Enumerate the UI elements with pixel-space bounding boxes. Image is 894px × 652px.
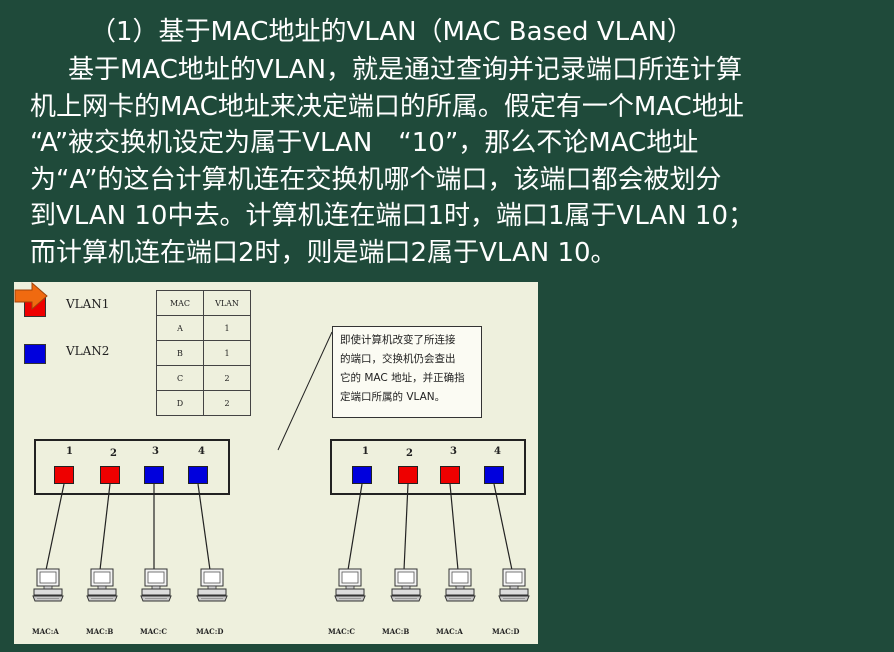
table-cell: D xyxy=(156,390,204,416)
paragraph-line: 机上网卡的MAC地址来决定端口的所属。假定有一个MAC地址 xyxy=(30,91,744,122)
table-row: A 1 xyxy=(156,315,251,341)
switch-port xyxy=(352,466,372,484)
computer-icon xyxy=(390,568,422,602)
port-number: 3 xyxy=(152,446,159,457)
arrow-right-icon xyxy=(14,282,48,310)
mac-label: MAC:D xyxy=(492,627,520,636)
switch-port xyxy=(188,466,208,484)
paragraph-line: “A”被交换机设定为属于VLAN “10”，那么不论MAC地址 xyxy=(30,128,699,158)
computer-icon xyxy=(196,568,228,602)
note-line: 的端口，交换机仍会查出 xyxy=(340,353,456,365)
computer-icon xyxy=(86,568,118,602)
table-cell: 1 xyxy=(203,315,251,341)
table-cell: 1 xyxy=(203,340,251,366)
note-line: 它的 MAC 地址，并正确指 xyxy=(340,372,465,384)
mac-label: MAC:A xyxy=(436,627,463,636)
mac-label: MAC:C xyxy=(328,627,355,636)
mac-label: MAC:A xyxy=(32,627,59,636)
port-number: 4 xyxy=(198,446,205,457)
table-header-row: MAC VLAN xyxy=(156,290,251,316)
switch-port xyxy=(440,466,460,484)
computer-icon xyxy=(334,568,366,602)
callout-note: 即使计算机改变了所连接 的端口，交换机仍会查出 它的 MAC 地址，并正确指 定… xyxy=(332,326,482,418)
port-number: 2 xyxy=(110,448,117,459)
port-number: 2 xyxy=(406,448,413,459)
table-cell: B xyxy=(156,340,204,366)
switch-port xyxy=(54,466,74,484)
note-line: 定端口所属的 VLAN。 xyxy=(340,391,446,403)
computer-icon xyxy=(498,568,530,602)
switch-port xyxy=(484,466,504,484)
mac-label: MAC:B xyxy=(86,627,114,636)
switch-port xyxy=(100,466,120,484)
switch-port xyxy=(144,466,164,484)
note-line: 即使计算机改变了所连接 xyxy=(340,334,456,346)
legend-swatch-vlan2 xyxy=(24,344,46,364)
switch-port xyxy=(398,466,418,484)
port-number: 1 xyxy=(362,446,369,457)
table-row: C 2 xyxy=(156,365,251,391)
vlan-diagram: VLAN1 VLAN2 MAC VLAN A 1 B 1 C 2 D 2 即使计… xyxy=(14,282,538,644)
connection-lines xyxy=(45,331,513,571)
table-cell: A xyxy=(156,315,204,341)
mac-label: MAC:B xyxy=(382,627,410,636)
table-cell: 2 xyxy=(203,365,251,391)
mac-label: MAC:D xyxy=(196,627,224,636)
section-heading: （1）基于MAC地址的VLAN（MAC Based VLAN） xyxy=(90,17,693,47)
body-paragraph: 基于MAC地址的VLAN，就是通过查询并记录端口所连计算 机上网卡的MAC地址来… xyxy=(30,52,890,271)
table-row: D 2 xyxy=(156,390,251,416)
computer-icon xyxy=(32,568,64,602)
table-cell: 2 xyxy=(203,390,251,416)
paragraph-line: 基于MAC地址的VLAN，就是通过查询并记录端口所连计算 xyxy=(68,55,743,85)
mac-label: MAC:C xyxy=(140,627,167,636)
legend-label-vlan1: VLAN1 xyxy=(66,297,110,311)
mac-vlan-table: MAC VLAN A 1 B 1 C 2 D 2 xyxy=(156,290,251,416)
paragraph-line: 而计算机连在端口2时，则是端口2属于VLAN 10。 xyxy=(30,237,617,268)
table-header-cell: VLAN xyxy=(203,290,251,316)
port-number: 3 xyxy=(450,446,457,457)
legend-label-vlan2: VLAN2 xyxy=(66,344,110,358)
computer-icon xyxy=(444,568,476,602)
computer-icon xyxy=(140,568,172,602)
port-number: 4 xyxy=(494,446,501,457)
port-number: 1 xyxy=(66,446,73,457)
table-cell: C xyxy=(156,365,204,391)
paragraph-line: 为“A”的这台计算机连在交换机哪个端口，该端口都会被划分 xyxy=(30,164,722,195)
table-header-cell: MAC xyxy=(156,290,204,316)
paragraph-line: 到VLAN 10中去。计算机连在端口1时，端口1属于VLAN 10； xyxy=(30,201,754,231)
switch-before xyxy=(34,439,230,495)
switch-after xyxy=(330,439,526,495)
table-row: B 1 xyxy=(156,340,251,366)
